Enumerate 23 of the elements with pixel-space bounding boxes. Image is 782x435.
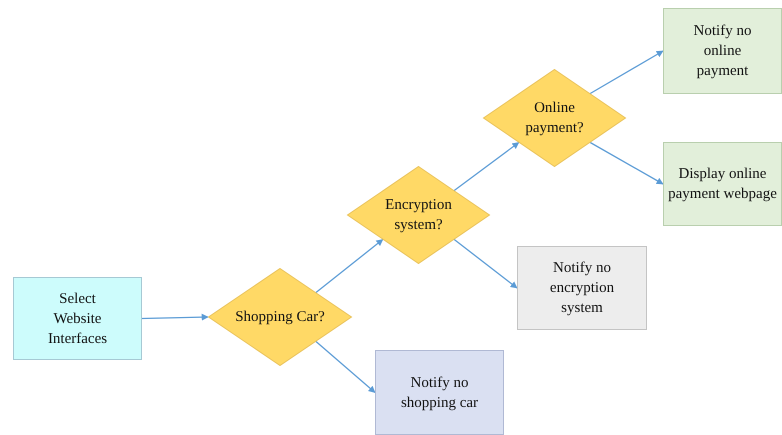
process-box	[13, 277, 142, 360]
decision-diamond	[208, 268, 352, 366]
process-box	[663, 8, 782, 94]
arrow	[142, 314, 209, 321]
node-text: Shopping Car?	[235, 308, 325, 327]
process-box	[375, 350, 504, 435]
arrow	[316, 239, 384, 293]
arrow	[454, 142, 520, 192]
node-text: Notify no encryption system	[548, 259, 616, 318]
arrow	[590, 50, 664, 94]
node-text: Notify no shopping car	[400, 374, 480, 412]
node-text: Notify no online payment	[692, 22, 752, 81]
decision-diamond	[347, 166, 490, 264]
node-text: Online payment?	[524, 99, 585, 138]
arrow	[316, 341, 376, 393]
process-box	[517, 246, 647, 330]
arrow	[454, 238, 518, 289]
decision-diamond	[483, 69, 626, 167]
node-text: Select Website Interfaces	[46, 290, 108, 348]
node-text: Display online payment webpage	[668, 165, 778, 204]
process-box	[663, 142, 782, 226]
node-text: Encryption system?	[384, 196, 453, 235]
arrow	[590, 142, 664, 185]
